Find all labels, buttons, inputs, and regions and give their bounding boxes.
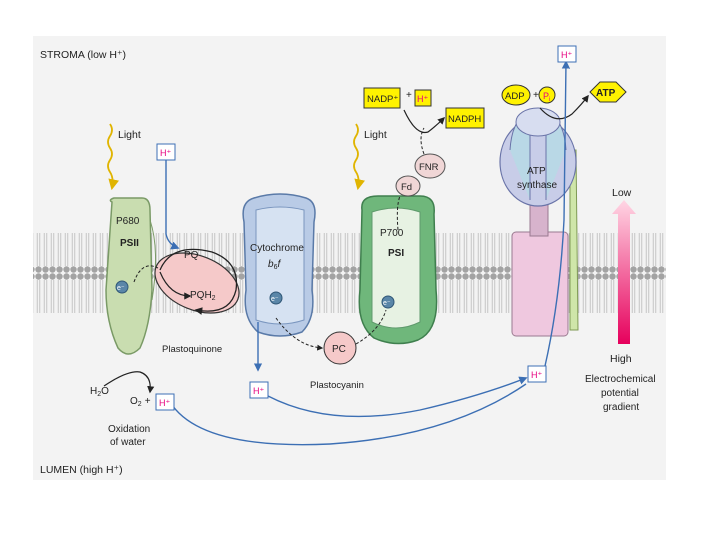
- nadp-plus: +: [406, 90, 412, 101]
- cytochrome-b6f: e⁻: [242, 193, 316, 337]
- cytochrome-b6f-label: b6f: [268, 259, 281, 271]
- photosystem-ii: e⁻: [105, 197, 157, 355]
- plastoquinone-label: Plastoquinone: [162, 344, 222, 355]
- electron-path-pc-psi: [355, 309, 387, 345]
- atp-synthase-label-line2: synthase: [517, 180, 557, 191]
- psi-p700-label: P700: [380, 228, 404, 239]
- electron-path-psii-pq: [133, 265, 159, 283]
- proton-lumen-cyt-label: H⁺: [253, 386, 264, 396]
- nadp-reduction-arrow: [403, 109, 446, 134]
- proton-lumen-atp-box: [527, 365, 547, 383]
- nadph-label: NADPH: [448, 114, 481, 125]
- electron-label-psii: e⁻: [117, 285, 125, 292]
- nadp-proton-box: [414, 89, 432, 107]
- light-label-right: Light: [364, 129, 387, 141]
- pq-label: PQ: [184, 250, 199, 261]
- adp-plus: +: [533, 90, 539, 101]
- light-arrow-psii: [107, 123, 119, 191]
- fnr-electron-path: [420, 127, 425, 155]
- plastocyanin-protein: [323, 331, 357, 365]
- nadp-box: [363, 87, 401, 109]
- atp-badge: [589, 81, 627, 103]
- atp-formation-arrow: [539, 94, 589, 120]
- water-label: H2O: [90, 386, 109, 398]
- nadp-label: NADP⁺: [367, 94, 398, 105]
- electron-label-cytochrome: e⁻: [271, 296, 279, 303]
- oxidation-label-line2: of water: [110, 437, 146, 448]
- gradient-high-label: High: [610, 353, 632, 365]
- plastoquinone-pool: [154, 252, 240, 314]
- proton-path-stroma-to-pq: [165, 160, 180, 250]
- psii-p680-label: P680: [116, 216, 140, 227]
- proton-path-through-atp-synthase: [544, 60, 571, 367]
- nadph-box: [445, 107, 485, 129]
- nadp-proton-label: H⁺: [417, 94, 428, 104]
- gradient-label-line2: potential: [601, 388, 639, 399]
- gradient-arrow: [612, 200, 636, 344]
- proton-lumen-cyt-box: [249, 381, 269, 399]
- adp-badge: [501, 84, 531, 106]
- pc-label: PC: [332, 344, 346, 355]
- pi-label: Pi: [543, 91, 550, 103]
- electron-path-cyt-pc: [275, 317, 324, 351]
- q-cycle-inner-arrow: [159, 271, 192, 300]
- pi-badge: [538, 86, 556, 104]
- fd-label: Fd: [401, 182, 412, 193]
- psi-name-label: PSI: [388, 248, 404, 259]
- cytochrome-label: Cytochrome: [250, 243, 304, 254]
- psii-name-label: PSII: [120, 238, 139, 249]
- proton-water-label: H⁺: [159, 398, 170, 408]
- proton-path-water-to-atp: [169, 383, 527, 446]
- fd-protein: [395, 175, 421, 197]
- proton-water-box: [155, 393, 175, 411]
- atp-label: ATP: [596, 88, 616, 99]
- fnr-label: FNR: [419, 162, 439, 173]
- proton-stroma-atp-label: H⁺: [561, 50, 572, 60]
- gradient-label-line1: Electrochemical: [585, 374, 656, 385]
- gradient-low-label: Low: [612, 187, 632, 199]
- proton-path-cyt-to-atp: [267, 376, 528, 418]
- proton-stroma-atp-box: [557, 45, 577, 63]
- proton-stroma-psii-label: H⁺: [160, 148, 171, 158]
- atp-synthase-label-line1: ATP: [527, 166, 546, 177]
- proton-lumen-atp-label: H⁺: [531, 370, 542, 380]
- light-label-left: Light: [118, 129, 141, 141]
- light-arrow-psi: [353, 123, 365, 191]
- electron-label-psi: e⁻: [383, 300, 391, 307]
- electron-path-psi-fd: [396, 195, 401, 231]
- gradient-label-line3: gradient: [603, 402, 639, 413]
- lumen-label: LUMEN (high H⁺): [40, 464, 123, 476]
- atp-synthase-complex: [499, 107, 579, 337]
- fnr-protein: [414, 153, 446, 179]
- water-oxidation-arrow: [103, 371, 155, 394]
- adp-label: ADP: [505, 91, 525, 102]
- oxygen-label: O2+: [130, 396, 151, 408]
- q-cycle-arrow: [159, 248, 238, 315]
- pqh2-label: PQH2: [190, 290, 216, 302]
- plastocyanin-label: Plastocyanin: [310, 380, 364, 391]
- oxidation-label-line1: Oxidation: [108, 424, 150, 435]
- photosystem-i: e⁻: [358, 195, 438, 345]
- stroma-label: STROMA (low H⁺): [40, 49, 126, 61]
